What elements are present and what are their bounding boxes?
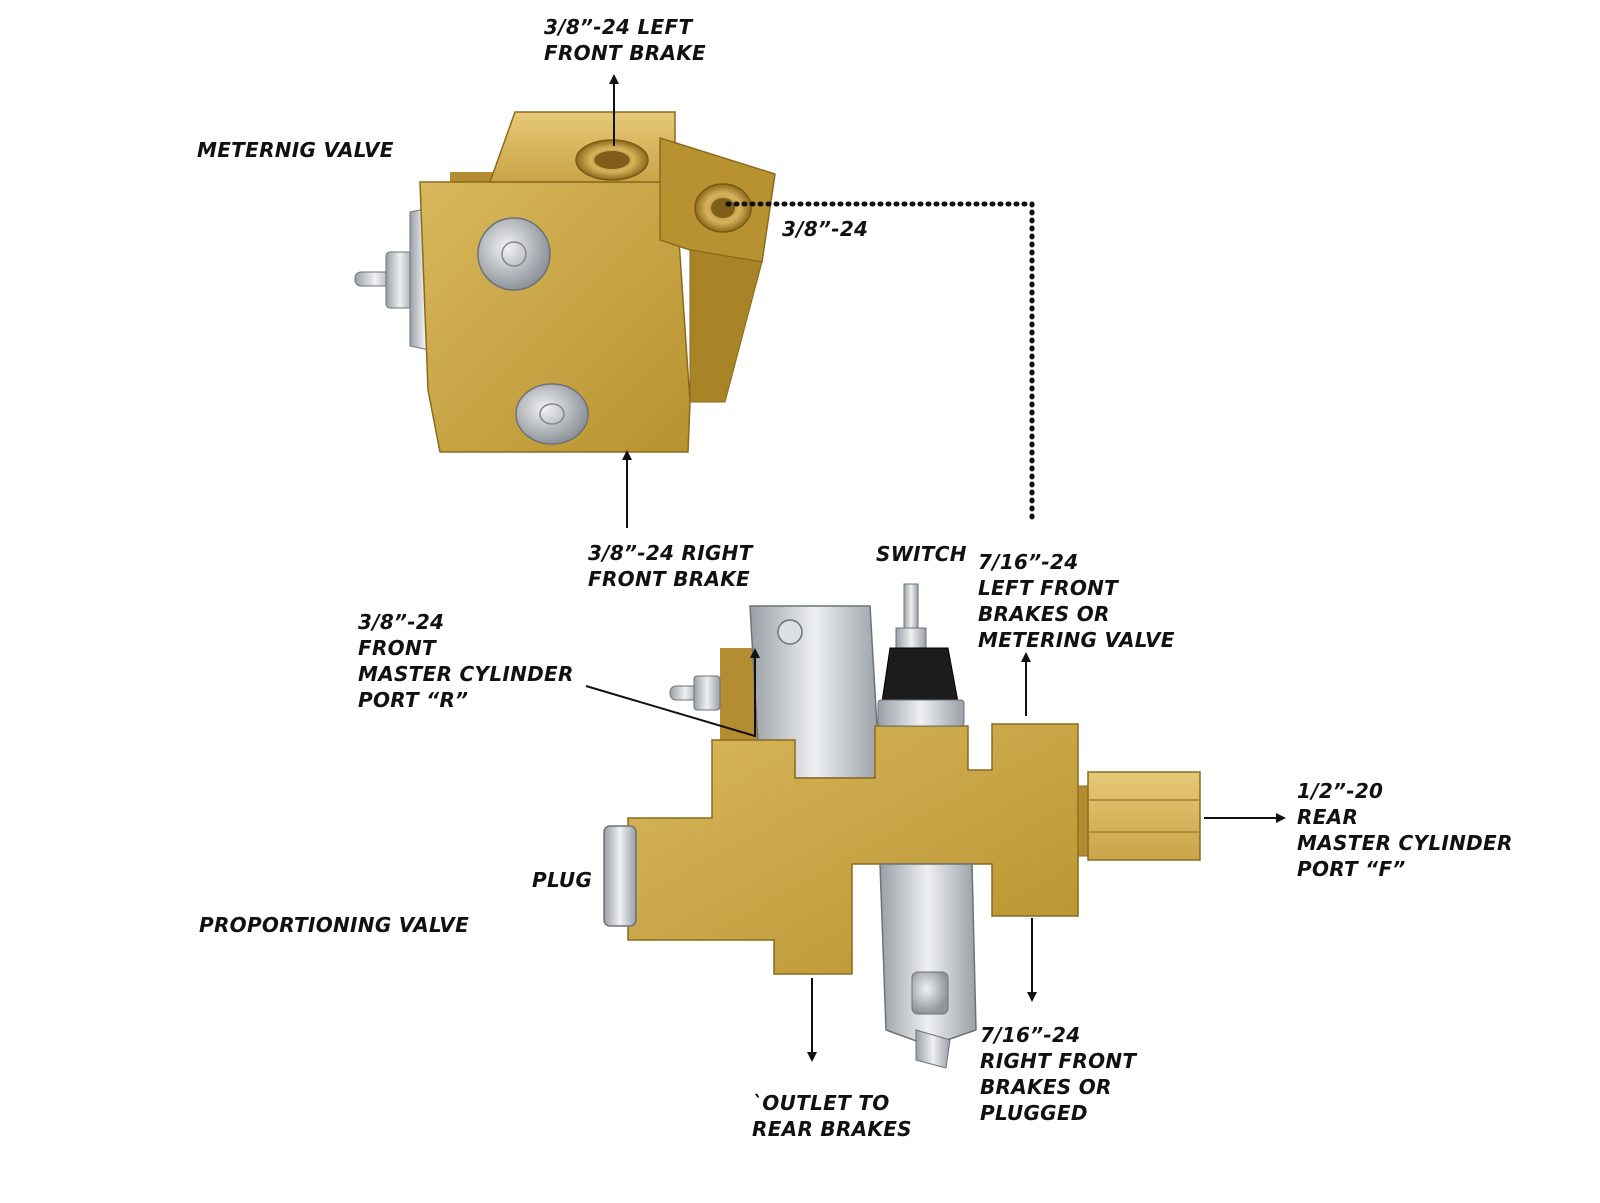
prop-bottom-tab bbox=[915, 1029, 951, 1069]
metering-upper-bolt bbox=[477, 217, 551, 291]
front-master-cylinder-line-2: FRONT bbox=[358, 636, 436, 660]
front-master-cylinder-label: 3/8”-24 FRONT MASTER CYLINDER PORT “R” bbox=[358, 609, 574, 713]
rear-master-cylinder-line-4: PORT “F” bbox=[1297, 857, 1406, 881]
switch-stud bbox=[903, 583, 919, 633]
right-front-or-plugged-line-2: RIGHT FRONT bbox=[980, 1049, 1137, 1073]
switch-label: SWITCH bbox=[876, 542, 967, 566]
front-master-cylinder-line-1: 3/8”-24 bbox=[358, 610, 445, 634]
metering-upper-bolt-recess bbox=[501, 241, 527, 267]
rear-fitting-hex bbox=[1087, 771, 1201, 861]
right-front-brake-line-1: 3/8”-24 RIGHT bbox=[588, 541, 753, 565]
metering-valve-body bbox=[354, 111, 776, 453]
prop-pin-collar bbox=[693, 675, 721, 711]
proportioning-valve-label: PROPORTIONING VALVE bbox=[199, 913, 470, 937]
metering-side-port-bore bbox=[711, 198, 735, 218]
right-front-or-plugged-line-1: 7/16”-24 bbox=[980, 1023, 1081, 1047]
prop-plug bbox=[603, 825, 637, 927]
rear-master-cylinder-label: 1/2”-20 REAR MASTER CYLINDER PORT “F” bbox=[1297, 778, 1513, 882]
left-front-brake-label: 3/8”-24 LEFT FRONT BRAKE bbox=[544, 14, 706, 66]
left-front-or-metering-line-3: BRAKES OR bbox=[978, 602, 1110, 626]
dotted-connection-line bbox=[725, 201, 1035, 525]
switch-hex-base bbox=[877, 699, 965, 727]
switch-body bbox=[881, 647, 959, 703]
left-front-brake-line-2: FRONT BRAKE bbox=[544, 41, 706, 65]
rear-master-cylinder-line-1: 1/2”-20 bbox=[1297, 779, 1384, 803]
metering-valve-label: METERNIG VALVE bbox=[197, 138, 394, 162]
arrow-front-master-cylinder bbox=[585, 648, 760, 738]
right-front-brake-label: 3/8”-24 RIGHT FRONT BRAKE bbox=[588, 540, 753, 592]
front-master-cylinder-line-4: PORT “R” bbox=[358, 688, 469, 712]
metering-top-port-bore bbox=[594, 151, 630, 169]
rear-master-cylinder-line-2: REAR bbox=[1297, 805, 1359, 829]
switch-nut bbox=[895, 627, 927, 649]
front-master-cylinder-line-3: MASTER CYLINDER bbox=[358, 662, 574, 686]
proportioning-valve-body bbox=[603, 583, 1201, 1069]
left-front-brake-line-1: 3/8”-24 LEFT bbox=[544, 15, 693, 39]
metering-lower-bolt bbox=[515, 383, 589, 445]
right-front-or-plugged-line-4: PLUGGED bbox=[980, 1101, 1088, 1125]
right-front-brake-line-2: FRONT BRAKE bbox=[588, 567, 750, 591]
left-front-or-metering-line-2: LEFT FRONT bbox=[978, 576, 1119, 600]
prop-bracket-hole bbox=[777, 619, 803, 645]
metering-lower-bolt-recess bbox=[539, 403, 565, 425]
prop-bottom-stud bbox=[911, 971, 949, 1015]
outlet-rear-line-2: REAR BRAKES bbox=[752, 1117, 912, 1141]
left-front-or-metering-label: 7/16”-24 LEFT FRONT BRAKES OR METERING V… bbox=[978, 549, 1175, 653]
metering-side-lower bbox=[689, 249, 763, 403]
prop-bottom-bracket bbox=[879, 863, 977, 1047]
outlet-rear-label: `OUTLET TO REAR BRAKES bbox=[752, 1090, 912, 1142]
plug-label: PLUG bbox=[532, 868, 593, 892]
left-front-or-metering-line-4: METERING VALVE bbox=[978, 628, 1175, 652]
right-front-or-plugged-line-3: BRAKES OR bbox=[980, 1075, 1112, 1099]
metering-side-port-label: 3/8”-24 bbox=[782, 217, 869, 241]
right-front-or-plugged-label: 7/16”-24 RIGHT FRONT BRAKES OR PLUGGED bbox=[980, 1022, 1136, 1126]
prop-main-body bbox=[627, 723, 1079, 975]
outlet-rear-line-1: `OUTLET TO bbox=[752, 1091, 890, 1115]
left-front-or-metering-line-1: 7/16”-24 bbox=[978, 550, 1079, 574]
rear-master-cylinder-line-3: MASTER CYLINDER bbox=[1297, 831, 1513, 855]
